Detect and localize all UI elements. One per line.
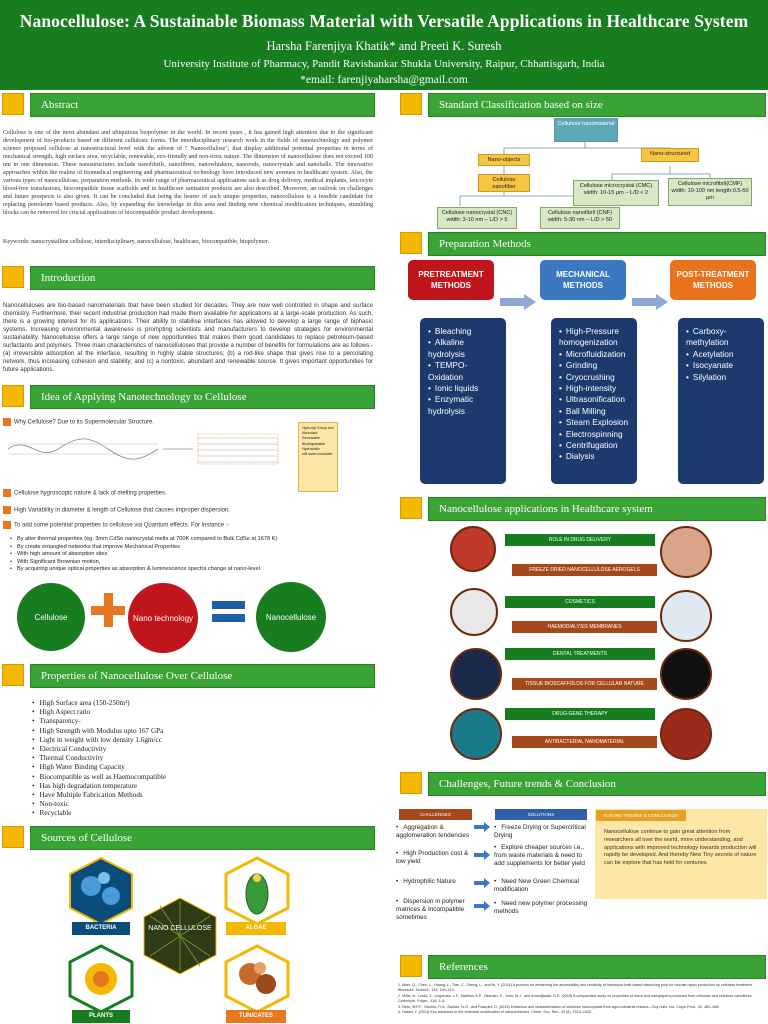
prep-body-posttreatment: Carboxy-methylation Acetylation Isocyana… xyxy=(678,318,764,484)
section-square-icon xyxy=(400,955,422,977)
idea-bullets: By alter thermal properties (eg. 3mm CdS… xyxy=(10,536,370,574)
abstract-text: Cellulose is one of the most abundant an… xyxy=(3,130,373,216)
orange-square-icon xyxy=(3,521,11,529)
challenges-list: Aggregation & agglomeration tendencies H… xyxy=(396,824,476,922)
equals-icon-bottom xyxy=(212,614,245,622)
drug-delivery-image xyxy=(450,526,496,572)
authors: Harsha Farenjiya Khatik* and Preeti K. S… xyxy=(266,39,502,53)
why-cellulose-note: Why Cellulose? Due to its Supermolecular… xyxy=(3,418,154,426)
affiliation: University Institute of Pharmacy, Pandit… xyxy=(163,58,605,70)
references-list: 1. Miao, Q., Chen, L., Huang, L., Tian, … xyxy=(398,983,753,1015)
section-square-icon xyxy=(2,266,24,288)
cellulose-structure-diagram xyxy=(8,433,279,465)
prep-head-mechanical: MECHANICAL METHODS xyxy=(540,260,626,300)
aerogel-image xyxy=(660,526,712,578)
prep-head-posttreatment: POST-TREATMENT METHODS xyxy=(670,260,756,300)
challenge-arrows xyxy=(474,822,490,911)
bacteria-label: BACTERIA xyxy=(72,922,130,935)
challenges-column-header: CHALLENGES xyxy=(399,809,472,820)
section-square-icon xyxy=(400,772,422,794)
future-text: Nanocellulose continue to gain great att… xyxy=(604,829,757,867)
poster-header: Nanocellulose: A Sustainable Biomass Mat… xyxy=(0,0,768,90)
class-cnf: Cellulose nanofibril (CNF) width: 5-30 n… xyxy=(540,207,620,229)
nanotechnology-circle: Nano technology xyxy=(128,583,198,653)
future-box xyxy=(595,809,767,899)
bacteria-icon xyxy=(69,856,133,926)
introduction-text: Nanocelluloses are bio-based nanomateria… xyxy=(3,302,373,373)
orange-square-icon xyxy=(3,418,11,426)
nanocellulose-center-icon xyxy=(143,897,217,975)
orange-square-icon xyxy=(3,489,11,497)
app-dental: DENTAL TREATMENTS xyxy=(505,648,655,660)
orange-square-icon xyxy=(3,506,11,514)
plants-icon xyxy=(68,944,134,1014)
app-gene-therapy: DRUG-GENE THERAPY xyxy=(505,708,655,720)
class-cmf: Cellulose microfibril(CMF) width: 10-100… xyxy=(668,178,752,206)
equals-icon-top xyxy=(212,601,245,609)
class-cnc: Cellulose nanocrystal (CNC) width: 3-10 … xyxy=(437,207,517,229)
idea-note-1: Cellulose hygroscopic nature & lack of m… xyxy=(3,489,167,497)
class-nano-structured: Nano-structured xyxy=(641,148,699,162)
idea-note-2: High Variability in diameter & length of… xyxy=(3,506,230,514)
antibacterial-image xyxy=(660,708,712,760)
gene-therapy-image xyxy=(450,708,502,760)
solutions-list: Freeze Drying or Supercritical Drying Ex… xyxy=(494,824,592,916)
algae-icon xyxy=(224,856,290,926)
app-tissue: TISSUE BIOSCAFFOLDS FOR CELLULAR NATURE xyxy=(512,678,657,690)
section-square-icon xyxy=(2,826,24,848)
nanocellulose-center-label: NANO CELLULOSE xyxy=(148,925,212,932)
idea-note-3: To add some potential properties to cell… xyxy=(3,521,229,529)
app-haemodialysis: HAEMODIALYSIS MEMBRANES xyxy=(512,621,657,633)
cosmetics-image xyxy=(450,588,498,636)
cellulose-circle: Cellulose xyxy=(17,583,85,651)
tunicates-icon xyxy=(224,944,290,1014)
tunicates-label: TUNICATES xyxy=(226,1010,286,1023)
section-square-icon xyxy=(2,385,24,407)
arrow-right-icon xyxy=(632,294,668,310)
arrow-right-icon xyxy=(500,294,536,310)
app-antibacterial: ANTIBACTERIAL NANOMATERIAL xyxy=(512,736,657,748)
class-nanofiber: Cellulose nanofiber xyxy=(478,174,530,192)
email: *email: farenjiyaharsha@gmail.com xyxy=(300,74,468,86)
section-square-icon xyxy=(400,232,422,254)
section-square-icon xyxy=(400,93,422,115)
section-square-icon xyxy=(400,497,422,519)
prep-body-pretreatment: Bleaching Alkaline hydrolysis TEMPO-Oxid… xyxy=(420,318,506,484)
poster-title: Nanocellulose: A Sustainable Biomass Mat… xyxy=(19,11,749,31)
section-square-icon xyxy=(2,664,24,686)
prep-head-pretreatment: PRETREATMENT METHODS xyxy=(408,260,494,300)
section-square-icon xyxy=(2,93,24,115)
plus-icon-vertical xyxy=(104,593,113,627)
future-column-header: FUTURE TRENDS & CONCLUSION xyxy=(596,810,686,821)
class-nano-objects: Nano-objects xyxy=(478,154,530,166)
class-cmc: Cellulose microcrystal (CMC) width: 10-1… xyxy=(573,180,659,206)
app-drug-delivery: ROLE IN DRUG DELIVERY xyxy=(505,534,655,546)
nanocellulose-circle: Nanocellulose xyxy=(256,582,326,652)
app-aerogels: FREEZE DRIED NANOCELLULOSE AEROGELS xyxy=(512,564,657,576)
haemodialysis-image xyxy=(660,590,712,642)
app-cosmetics: COSMETICS xyxy=(505,596,655,608)
solutions-column-header: SOLUTIONS xyxy=(495,809,587,820)
properties-list: High Surface area (150-250m²) High Aspec… xyxy=(32,699,352,819)
keywords: Keywords: nanocrystalline cellulose, int… xyxy=(3,239,270,245)
hydroxyl-box: Hydroxyl Group rich Abundant Renewable B… xyxy=(298,422,338,492)
tissue-image xyxy=(660,648,712,700)
plants-label: PLANTS xyxy=(72,1010,130,1023)
class-root: Cellulose nanomaterial xyxy=(554,118,618,142)
dental-image xyxy=(450,648,502,700)
algae-label: ALGAE xyxy=(226,922,286,935)
prep-body-mechanical: High-Pressure homogenization Microfluidi… xyxy=(551,318,637,484)
